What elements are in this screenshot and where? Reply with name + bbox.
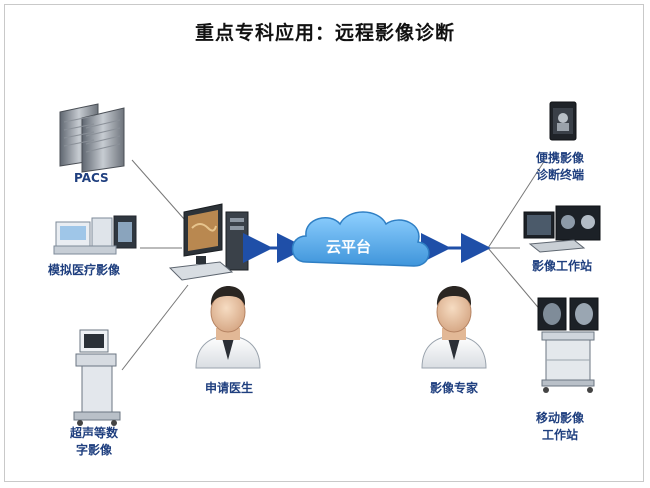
- line-hub-portable: [487, 159, 546, 249]
- requesting-computer-icon: [168, 203, 249, 281]
- label-imaging-workstation: 影像工作站: [532, 259, 593, 273]
- label-analog-imaging: 模拟医疗影像: [48, 263, 121, 277]
- ultrasound-machine-icon: [73, 329, 121, 426]
- requesting-doctor-icon: [195, 286, 261, 369]
- label-pacs: PACS: [74, 171, 109, 185]
- label-mobile-workstation: 移动影像 工作站: [536, 411, 585, 442]
- line-pacs-computer: [131, 159, 193, 229]
- mobile-workstation-icon: [537, 297, 599, 393]
- imaging-workstation-icon: [523, 205, 601, 253]
- portable-terminal-icon: [549, 101, 577, 141]
- line-ultrasound-computer: [121, 284, 189, 371]
- label-ultrasound: 超声等数 字影像: [70, 426, 119, 457]
- line-hub-mobile: [487, 247, 543, 313]
- left-connector-lines: [121, 159, 193, 371]
- right-connector-lines: [487, 159, 546, 313]
- pacs-server-icon: [59, 103, 125, 173]
- diagram-title: 重点专科应用：远程影像诊断: [194, 22, 455, 44]
- label-cloud-platform: 云平台: [326, 238, 372, 256]
- diagram-border: [4, 4, 644, 482]
- label-requesting-doctor: 申请医生: [205, 381, 254, 395]
- imaging-expert-icon: [421, 286, 487, 369]
- label-portable-terminal: 便携影像 诊断终端: [536, 151, 585, 182]
- label-imaging-expert: 影像专家: [430, 381, 479, 395]
- analog-imaging-icon: [53, 215, 137, 255]
- cloud-platform-icon: [291, 211, 430, 267]
